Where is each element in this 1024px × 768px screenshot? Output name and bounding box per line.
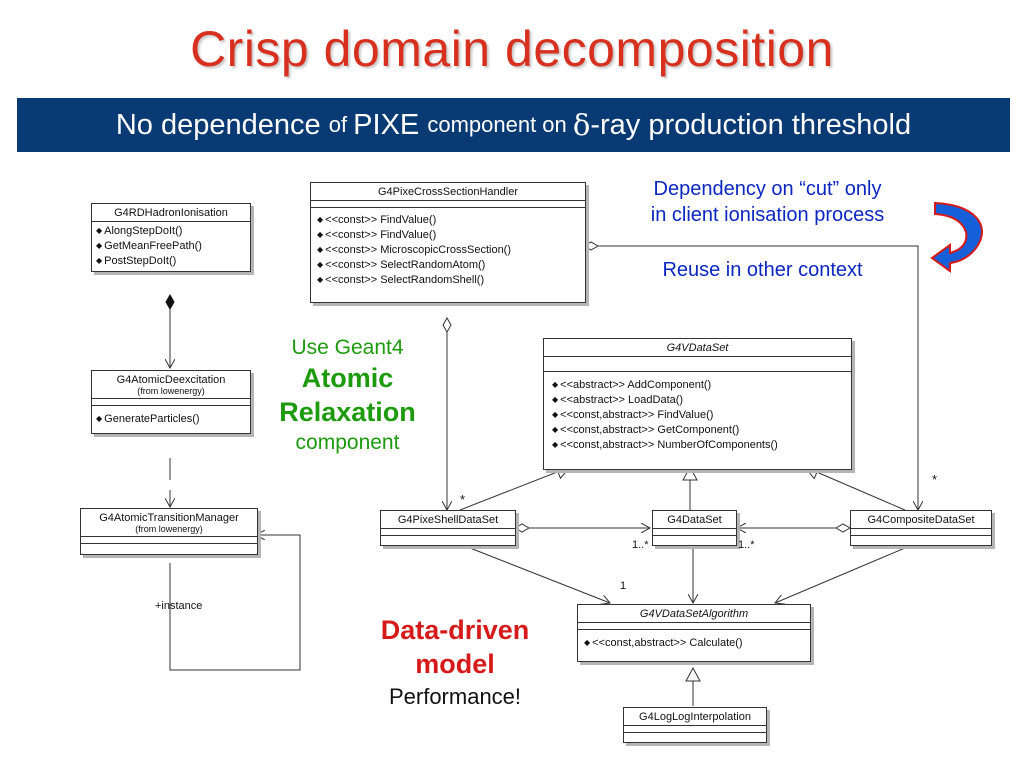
class-g4atomictransitionmanager: G4AtomicTransitionManager (from lowenerg… (80, 508, 258, 555)
shell-to-algorithm-line (469, 547, 610, 603)
banner-text-1: No dependence (115, 108, 329, 141)
performance-line: Performance! (388, 684, 522, 709)
banner-text-5: -ray production threshold (590, 108, 912, 141)
class-g4compositedataset: G4CompositeDataSet (850, 510, 992, 546)
operation: <<const,abstract>> NumberOfComponents() (552, 438, 843, 453)
inherit-composite-line (804, 465, 906, 511)
class-name: G4VDataSet (544, 339, 851, 357)
class-name: G4PixeShellDataSet (381, 511, 515, 529)
operation: <<abstract>> LoadData() (552, 393, 843, 408)
class-operations: <<const>> FindValue() <<const>> FindValu… (311, 208, 585, 302)
data-driven-line: Data-driven (380, 615, 530, 645)
data-driven-note: Data-driven model Performance! (350, 613, 560, 713)
class-g4atomicdeexcitation: G4AtomicDeexcitation (from lowenergy) Ge… (91, 370, 251, 434)
operation: <<const,abstract>> FindValue() (552, 408, 843, 423)
operation: <<const,abstract>> Calculate() (584, 636, 804, 651)
class-name: G4RDHadronIonisation (92, 204, 250, 222)
geant4-note-line: Use Geant4 (291, 336, 404, 359)
operation: AlongStepDoIt() (96, 224, 246, 239)
operation: GetMeanFreePath() (96, 239, 246, 254)
class-title: G4AtomicDeexcitation (116, 374, 226, 386)
geant4-note-line: Atomic (301, 363, 394, 393)
class-operations (381, 536, 515, 545)
multiplicity-star: * (932, 472, 938, 487)
class-g4rdhadronionisation: G4RDHadronIonisation AlongStepDoIt() Get… (91, 203, 251, 272)
dependency-note-line: in client ionisation process (650, 204, 885, 226)
subtitle-banner: No dependence of PIXE component on δ -ra… (17, 98, 1010, 152)
dependency-note: Dependency on “cut” only in client ionis… (595, 176, 940, 228)
class-attributes (653, 529, 736, 536)
geant4-note-line: component (295, 431, 400, 454)
class-operations: GenerateParticles() (92, 406, 250, 433)
class-g4pixeshelldataset: G4PixeShellDataSet (380, 510, 516, 546)
multiplicity-label: 1..* (632, 539, 649, 551)
instance-label: +instance (155, 600, 203, 612)
class-name: G4AtomicDeexcitation (from lowenergy) (92, 371, 250, 399)
class-attributes (92, 399, 250, 406)
banner-text-4: component on (427, 112, 573, 137)
class-operations (81, 544, 257, 554)
class-attributes (578, 623, 810, 630)
csh-to-composite-line (584, 246, 918, 510)
class-g4vdatasetalgorithm: G4VDataSetAlgorithm <<const,abstract>> C… (577, 604, 811, 662)
geant4-note-line: Relaxation (279, 397, 416, 427)
operation: <<const>> SelectRandomShell() (317, 273, 579, 288)
banner-delta: δ (572, 108, 591, 142)
curved-arrow-icon (930, 201, 983, 273)
class-title: G4AtomicTransitionManager (99, 512, 239, 524)
banner-text-2: of (328, 112, 354, 137)
class-operations (624, 733, 766, 742)
class-g4logloginterpolation: G4LogLogInterpolation (623, 707, 767, 743)
multiplicity-star: * (460, 492, 466, 507)
class-attributes (851, 529, 991, 536)
operation: <<const>> SelectRandomAtom() (317, 258, 579, 273)
class-name: G4AtomicTransitionManager (from lowenerg… (81, 509, 257, 537)
operation: GenerateParticles() (96, 412, 246, 427)
class-name: G4VDataSetAlgorithm (578, 605, 810, 623)
composite-to-algorithm-line (775, 547, 906, 603)
multiplicity-label: 1..* (738, 539, 755, 551)
class-package: (from lowenergy) (137, 386, 205, 396)
inherit-shell-line (459, 464, 571, 511)
class-operations: <<abstract>> AddComponent() <<abstract>>… (544, 372, 851, 469)
class-operations (851, 536, 991, 545)
operation: <<abstract>> AddComponent() (552, 378, 843, 393)
instance-loop-line (169, 535, 301, 671)
class-name: G4DataSet (653, 511, 736, 529)
multiplicity-label: 1 (620, 580, 627, 592)
class-g4vdataset: G4VDataSet <<abstract>> AddComponent() <… (543, 338, 852, 470)
class-attributes (624, 726, 766, 733)
operation: <<const>> FindValue() (317, 228, 579, 243)
operation: <<const,abstract>> GetComponent() (552, 423, 843, 438)
class-name: G4LogLogInterpolation (624, 708, 766, 726)
class-operations: AlongStepDoIt() GetMeanFreePath() PostSt… (92, 222, 250, 271)
class-attributes (544, 357, 851, 372)
class-package: (from lowenergy) (135, 524, 203, 534)
dependency-note-line: Dependency on “cut” only (653, 178, 882, 200)
class-attributes (311, 201, 585, 208)
class-g4dataset: G4DataSet (652, 510, 737, 546)
geant4-note: Use Geant4 Atomic Relaxation component (255, 334, 440, 456)
class-operations (653, 536, 736, 545)
reuse-note: Reuse in other context (662, 259, 863, 281)
class-name: G4CompositeDataSet (851, 511, 991, 529)
class-name: G4PixeCrossSectionHandler (311, 183, 585, 201)
banner-text-3: PIXE (353, 108, 428, 141)
slide-title: Crisp domain decomposition (190, 21, 834, 77)
class-operations: <<const,abstract>> Calculate() (578, 630, 810, 661)
class-attributes (81, 537, 257, 544)
operation: <<const>> FindValue() (317, 213, 579, 228)
class-g4pixecrosssectionhandler: G4PixeCrossSectionHandler <<const>> Find… (310, 182, 586, 303)
data-driven-line: model (415, 649, 495, 679)
class-attributes (381, 529, 515, 536)
operation: PostStepDoIt() (96, 254, 246, 269)
operation: <<const>> MicroscopicCrossSection() (317, 243, 579, 258)
